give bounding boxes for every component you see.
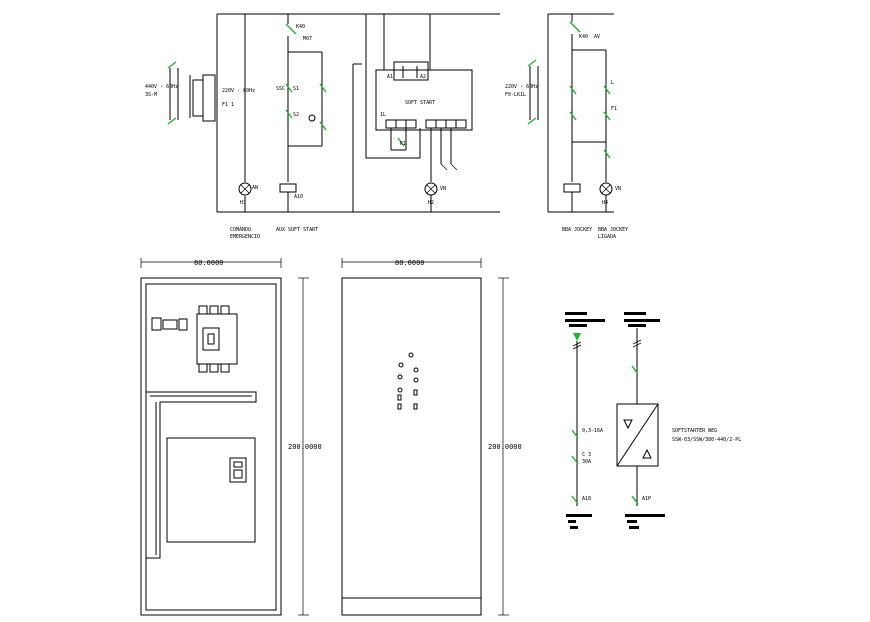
contact-s2-label: S2	[293, 112, 299, 118]
bottom-left-label: A18	[582, 496, 591, 502]
front-height-dimension: 200.0000	[288, 443, 322, 451]
caption-bba-jockey: BBA JOCKEY	[562, 227, 592, 233]
caption-comando-line1: COMANDO	[230, 227, 251, 233]
softstarter-label: SOFTSTARTER WEG	[672, 428, 717, 434]
schematic-right: K40 AV 220V - 60Hz F0-LK1L L F1 VN H4 BB…	[505, 13, 628, 240]
softstarter-model: SSW-03/SSW/380-440/2-PL	[672, 437, 741, 443]
right-lamp-label: VN	[615, 186, 621, 192]
contact-l-label: L	[611, 80, 614, 86]
breaker-rating: 0,3-16A	[582, 428, 603, 434]
cable-duct	[146, 391, 257, 559]
right-top-relay-label: K40	[579, 34, 588, 40]
caption-bba-jockey-ligada-1: BBA JOCKEY	[598, 227, 628, 233]
right-supply-label-1: 220V - 60Hz	[505, 84, 538, 90]
breaker-component	[151, 305, 238, 373]
panel-door-view: 80.0000 200.0000	[341, 258, 522, 616]
fuse-label: F1 1	[222, 102, 234, 108]
contact-s1-label: S1	[293, 86, 299, 92]
door-width-dimension: 80.0000	[395, 259, 425, 267]
soft-start-lamp-label: VN	[440, 186, 446, 192]
door-indicators	[397, 352, 419, 410]
caption-bba-jockey-ligada-2: LIGADA	[598, 234, 616, 240]
top-relay-sub-label: M07	[303, 36, 312, 42]
caption-comando-line2: EMERGENCIO	[230, 234, 260, 240]
single-line-diagram: 0,3-16A C 3 30A A18 SOFTSTARTER WEG SSW-…	[565, 312, 741, 529]
right-lamp-ref: H4	[602, 200, 608, 206]
door-height-dimension: 200.0000	[488, 443, 522, 451]
top-relay-label: K40	[296, 24, 305, 30]
terminal-strip	[385, 119, 467, 129]
right-supply-label-2: F0-LK1L	[505, 92, 526, 98]
ref-contact-label: SSC	[276, 86, 285, 92]
contactor-label: C 3	[582, 452, 591, 458]
supply-label-1: 440V - 60Hz	[145, 84, 178, 90]
softstarter-mount-plate	[166, 437, 256, 543]
contact-f1-label: F1	[611, 106, 617, 112]
contactor-rating: 30A	[582, 459, 591, 465]
caption-aux-soft-start: AUX SOFT START	[276, 227, 318, 233]
transformer-secondary-label: 220V - 60Hz	[222, 88, 255, 94]
softstarter-unit	[229, 457, 247, 483]
supply-label-2: 3S-M	[145, 92, 157, 98]
lamp-ref-h1: H1	[240, 200, 246, 206]
coil-label: A10	[294, 194, 303, 200]
terminal-a2: A2	[420, 74, 426, 80]
terminal-row-label: 1L	[380, 112, 386, 118]
lamp-label-an: AN	[252, 185, 258, 191]
soft-start-box	[375, 69, 473, 131]
front-inner-frame	[145, 283, 277, 611]
panel-front-view: 80.0000 200.0000	[140, 258, 322, 616]
bottom-right-label: A1P	[642, 496, 651, 502]
front-outer-frame	[140, 277, 282, 616]
schematic-left: 440V - 60Hz 3S-M 220V - 60Hz F1 1 AN H1 …	[145, 13, 500, 240]
front-width-dimension: 80.0000	[194, 259, 224, 267]
door-outer-frame	[341, 277, 482, 616]
lamp-an-icon	[238, 182, 252, 196]
soft-start-label: SOFT START	[405, 100, 435, 106]
coil-icon	[279, 183, 297, 193]
soft-start-lamp-ref: H2	[428, 200, 434, 206]
right-coil-icon	[563, 183, 581, 193]
out-label-k1: K1	[400, 141, 406, 147]
terminal-a1: A1	[387, 74, 393, 80]
right-top-relay-sub: AV	[594, 34, 600, 40]
soft-start-module: A1 A2 SOFT START 1L K1 VN H2	[352, 14, 473, 212]
